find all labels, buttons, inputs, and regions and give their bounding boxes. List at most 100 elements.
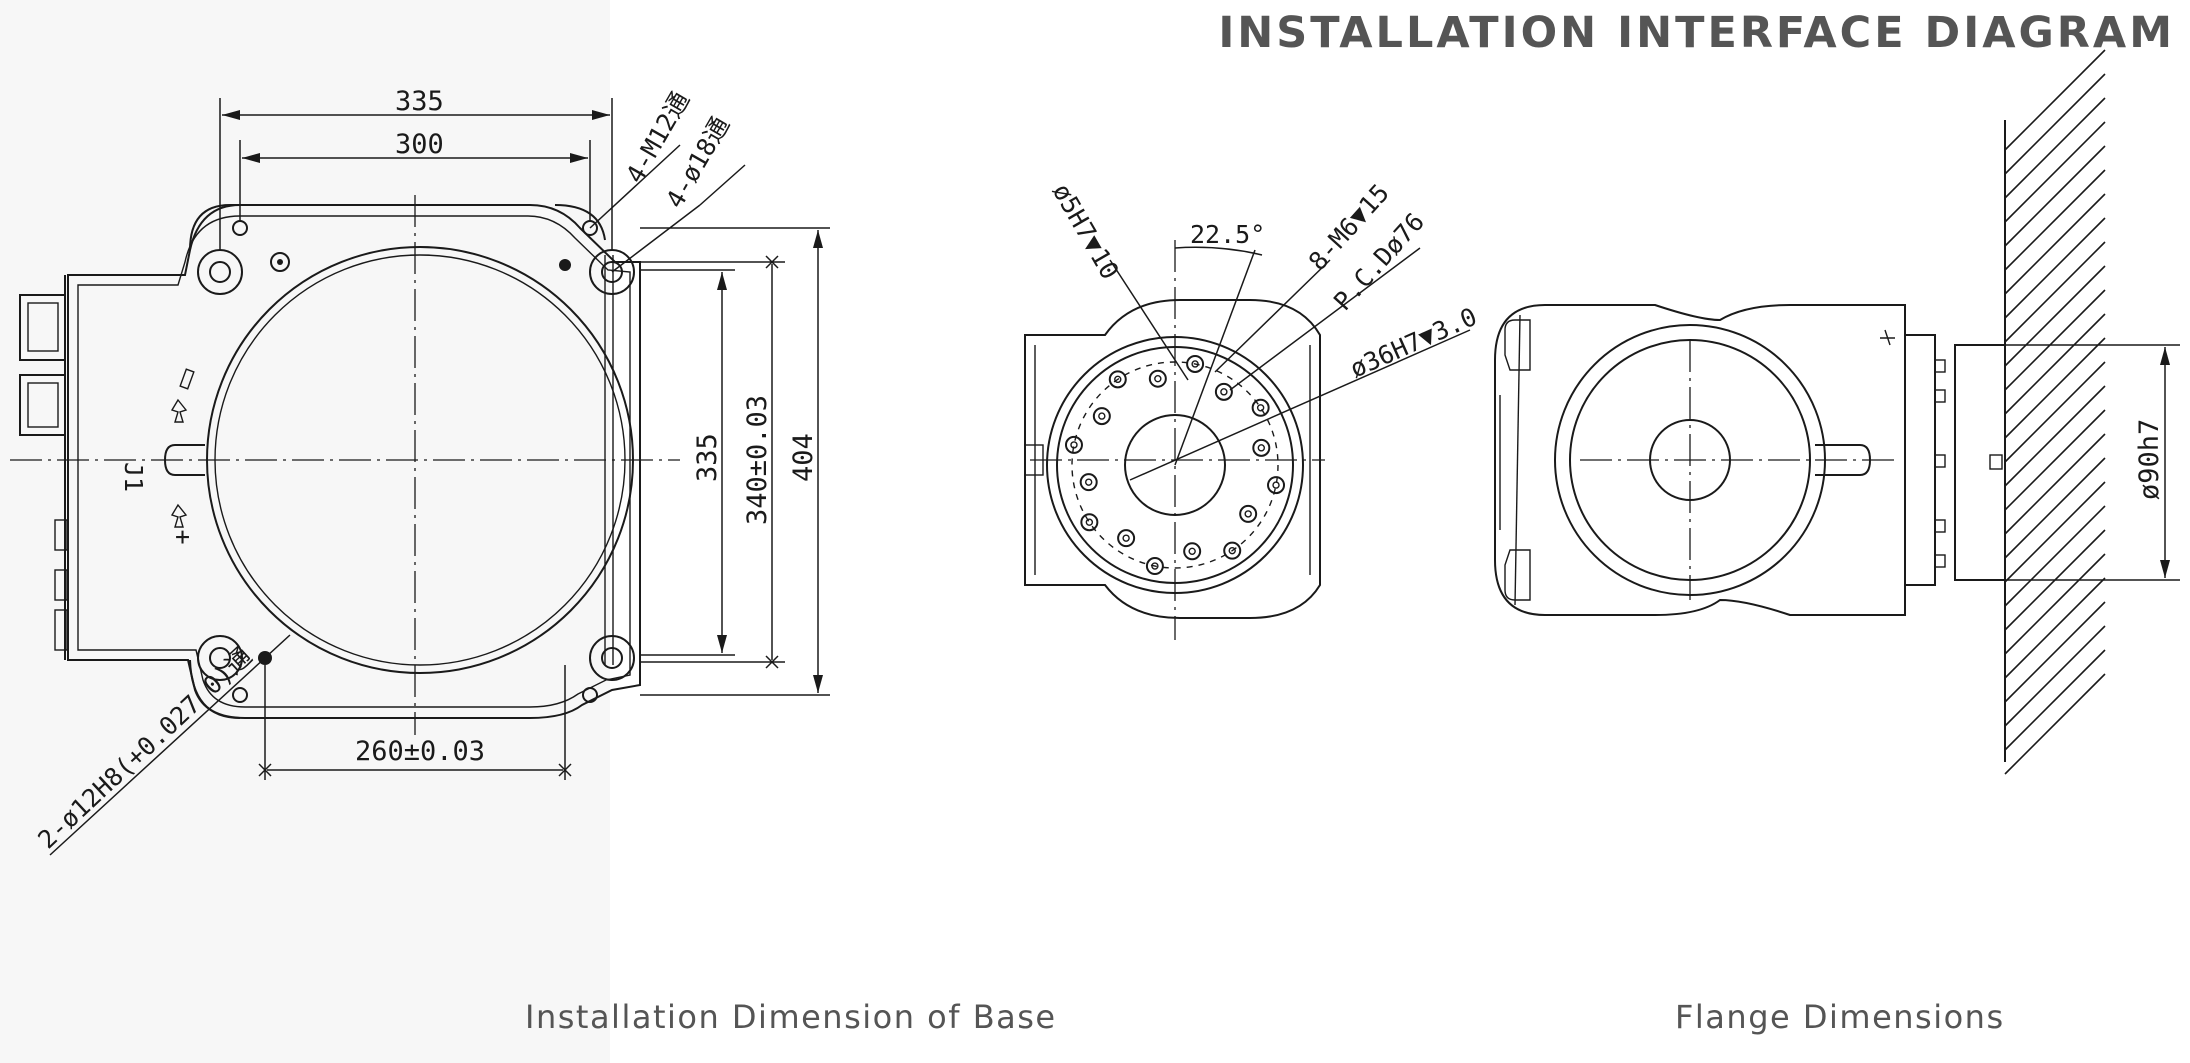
arm-cap-top [1504,319,1531,371]
flange-bolt-hole [1214,382,1233,401]
flange-outer-ring [1046,336,1304,594]
page-title: INSTALLATION INTERFACE DIAGRAM [1218,8,2175,58]
dim-height-404-label: 404 [788,433,819,482]
flange-bolt-hole [1267,476,1286,495]
base-large-circle [206,246,634,674]
wall-hatch-line [2004,241,2106,343]
flange-bolt-hole-core [1228,546,1236,555]
base-lobe-top-left [189,204,275,251]
flange-bolt-hole-core [1154,374,1162,383]
dim-height-340: 340±0.03 [640,255,785,669]
flange-bolt-hole-core [1272,481,1280,489]
base-rotation-markers: + J1 [119,368,195,551]
dim-width-335: 335 [219,86,613,250]
wall-hatch-line [2004,673,2106,775]
wall-hatch-line [2004,505,2106,607]
j1-axis-label: J1 [119,462,148,492]
leader-flange-angle: 22.5° [1174,220,1265,466]
flange-bolt-hole [1186,354,1205,373]
wall-hatch-line [2004,193,2106,295]
flange-angle-label: 22.5° [1190,220,1265,249]
wall-hatch-line [2004,313,2106,415]
leader-through-holes: 4-ø18通 [611,112,746,273]
dim-height-335-label: 335 [692,433,723,482]
wall-hatch-line [2004,625,2106,727]
background-tint [0,0,610,1063]
wall-hatch-line [2004,97,2106,199]
wall-hatch-line [2004,601,2106,703]
flange-bolt-hole-core [1085,518,1094,526]
dim-shaft-label: ø90h7 [2134,419,2165,500]
dim-width-300: 300 [239,129,591,222]
flange-bolt-hole [1223,541,1242,560]
flange-bolt-hole [1080,513,1099,532]
flange-bolt-hole-core [1122,534,1130,542]
base-connector-panel [19,275,68,660]
wall-hatch-line [2004,337,2106,439]
flange-bolt-holes [1064,354,1286,576]
dim-height-335: 335 [640,269,735,656]
flange-bolt-hole [1079,473,1098,492]
wall-hatch-line [2004,169,2106,271]
wall-hatch-line [2004,553,2106,655]
rotation-plus-label: + [175,522,190,551]
wall-hatch-line [2004,457,2106,559]
flange-plate [1954,344,2006,581]
arm-cap-bottom [1504,549,1531,601]
flange-collar [1904,334,1936,586]
flange-bolt-hole [1108,370,1127,389]
flange-bolt-hole [1239,504,1258,523]
flange-bolt-hole-core [1257,444,1266,452]
flange-bolt-hole-core [1188,547,1196,556]
base-lobe-bottom-left [189,659,241,719]
flange-bolt-hole-core [1151,562,1159,570]
flange-bolt-hole [1064,435,1083,454]
flange-housing [1024,299,1321,619]
flange-bolt-hole [1251,398,1270,417]
caption-base: Installation Dimension of Base [525,998,1057,1036]
base-outline-inner [77,215,631,708]
base-mount-hole-bottom-left [197,635,243,681]
dim-pin-spacing: 260±0.03 [258,665,572,780]
wall-hatch-line [2004,145,2106,247]
wall-hatch-line [2004,73,2106,175]
flange-bolt-hole [1148,369,1167,388]
flange-bolt-hole-core [1191,360,1199,368]
dim-height-404: 404 [640,227,830,696]
caption-flange: Flange Dimensions [1675,998,2005,1036]
base-cable-slot [163,444,205,476]
arm-body-edge [1514,314,1521,606]
wall-hatching [2004,49,2106,775]
wall-hatch-line [2004,433,2106,535]
wall-hatch-line [2004,481,2106,583]
flange-bolt-hole-core [1114,375,1122,384]
flange-front-view: ø5H7▼10 22.5° 8-M6▼15 P.C.Dø76 ø36H7▼3.0 [1024,178,1481,640]
flange-bolt-hole [1252,438,1271,457]
flange-bolt-hole-core [1256,404,1265,412]
wall-hatch-line [2004,577,2106,679]
flange-bolt-hole-core [1084,478,1093,486]
base-pin-hole-1 [270,252,290,272]
wall-hatch-line [2004,217,2106,319]
flange-bolt-hole [1092,407,1111,426]
arm-key-slot [1815,444,1872,476]
wall-hatch-line [2004,361,2106,463]
flange-spigot [1124,414,1226,516]
arm-marker [1880,329,1895,346]
dim-width-300-label: 300 [395,129,444,160]
flange-bolt-hole [1183,542,1202,561]
flange-bolt-hole-core [1220,388,1228,396]
base-mount-hole-bottom-right [589,635,635,681]
flange-bolt-hole [1117,529,1136,548]
wall-hatch-line [2004,409,2106,511]
flange-bolt-hole-core [1070,441,1078,449]
wall-hatch-line [2004,265,2106,367]
dim-pin-spacing-label: 260±0.03 [355,736,485,767]
wall-hatch-line [2004,649,2106,751]
flange-pin-hole-label: ø5H7▼10 [1047,179,1125,285]
dim-height-340-label: 340±0.03 [742,395,773,525]
flange-pcd-circle [1071,361,1279,569]
base-pin-hole-3 [559,259,571,271]
dim-width-335-label: 335 [395,86,444,117]
